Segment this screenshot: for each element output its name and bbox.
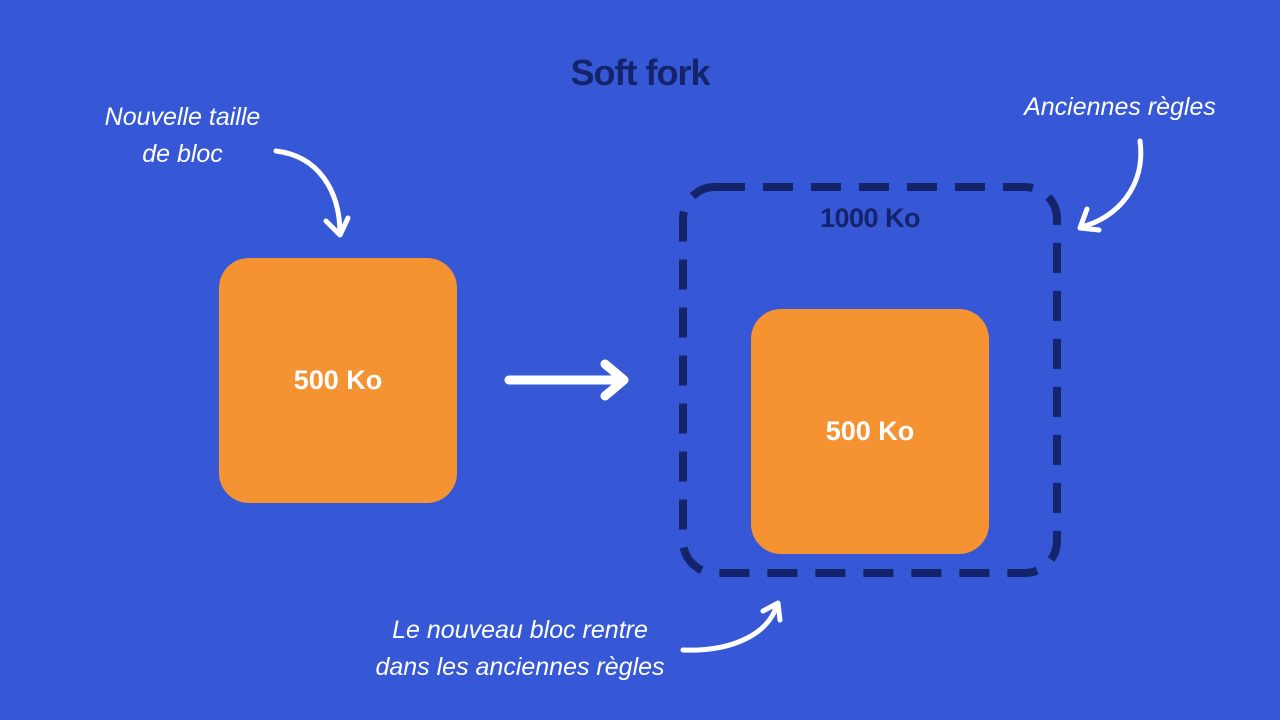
old-rules-limit-label: 1000 Ko xyxy=(819,203,921,233)
annotation-line: Nouvelle taille xyxy=(104,103,261,131)
curved-arrow-icon xyxy=(1077,138,1144,233)
old-block: 500 Ko xyxy=(219,258,457,503)
annotation-line: dans les anciennes règles xyxy=(375,653,665,681)
right-arrow-icon xyxy=(504,359,629,401)
annotation-old-rules: Anciennes règles xyxy=(1024,93,1216,121)
old-block-size-label: 500 Ko xyxy=(293,365,383,395)
annotation-new-block-size: Nouvelle taille de bloc xyxy=(60,99,305,173)
curved-arrow-icon xyxy=(273,148,351,238)
old-rules-boundary xyxy=(679,183,1061,577)
annotation-line: de bloc xyxy=(142,140,223,168)
curved-arrow-icon xyxy=(680,600,783,653)
new-block-size-label: 500 Ko xyxy=(825,416,915,446)
annotation-line: Le nouveau bloc rentre xyxy=(392,616,648,644)
annotation-fits-old-rules: Le nouveau bloc rentre dans les ancienne… xyxy=(330,612,710,686)
diagram-title: Soft fork xyxy=(570,52,711,93)
new-block: 500 Ko xyxy=(751,309,989,554)
